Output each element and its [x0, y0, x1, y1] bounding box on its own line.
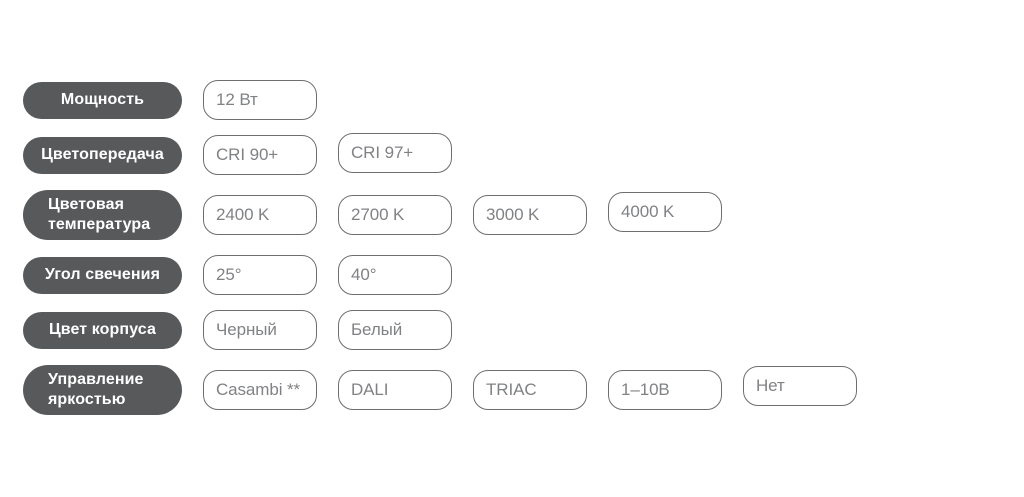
option-pill[interactable]: 2400 K [203, 195, 317, 235]
option-pill[interactable]: 3000 K [473, 195, 587, 235]
option-pill[interactable]: 2700 K [338, 195, 452, 235]
option-pill[interactable]: Белый [338, 310, 452, 350]
option-pill[interactable]: 1–10В [608, 370, 722, 410]
row-label-dimming: Управление яркостью [23, 365, 182, 415]
option-pill[interactable]: 12 Вт [203, 80, 317, 120]
row-power: Мощность 12 Вт [23, 80, 878, 120]
spec-table: Мощность 12 Вт Цветопередача CRI 90+ CRI… [23, 80, 878, 415]
option-pill[interactable]: Нет [743, 366, 857, 406]
option-pill[interactable]: Черный [203, 310, 317, 350]
options-color-temperature: 2400 K 2700 K 3000 K 4000 K [203, 192, 743, 235]
row-label-color-temperature: Цветовая температура [23, 190, 182, 240]
row-housing-color: Цвет корпуса Черный Белый [23, 310, 878, 350]
row-label-power: Мощность [23, 81, 182, 119]
options-cri: CRI 90+ CRI 97+ [203, 133, 473, 175]
row-beam-angle: Угол свечения 25° 40° [23, 255, 878, 295]
row-label-beam-angle: Угол свечения [23, 256, 182, 294]
row-cri: Цветопередача CRI 90+ CRI 97+ [23, 133, 878, 175]
option-pill[interactable]: Casambi ** [203, 370, 317, 410]
row-dimming: Управление яркостью Casambi ** DALI TRIA… [23, 365, 878, 415]
row-label-housing-color: Цвет корпуса [23, 311, 182, 349]
row-color-temperature: Цветовая температура 2400 K 2700 K 3000 … [23, 190, 878, 240]
option-pill[interactable]: 40° [338, 255, 452, 295]
option-pill[interactable]: 4000 K [608, 192, 722, 232]
options-beam-angle: 25° 40° [203, 255, 473, 295]
option-pill[interactable]: CRI 97+ [338, 133, 452, 173]
option-pill[interactable]: TRIAC [473, 370, 587, 410]
option-pill[interactable]: DALI [338, 370, 452, 410]
option-pill[interactable]: 25° [203, 255, 317, 295]
options-power: 12 Вт [203, 80, 338, 120]
option-pill[interactable]: CRI 90+ [203, 135, 317, 175]
options-housing-color: Черный Белый [203, 310, 473, 350]
row-label-cri: Цветопередача [23, 136, 182, 174]
options-dimming: Casambi ** DALI TRIAC 1–10В Нет [203, 366, 878, 410]
